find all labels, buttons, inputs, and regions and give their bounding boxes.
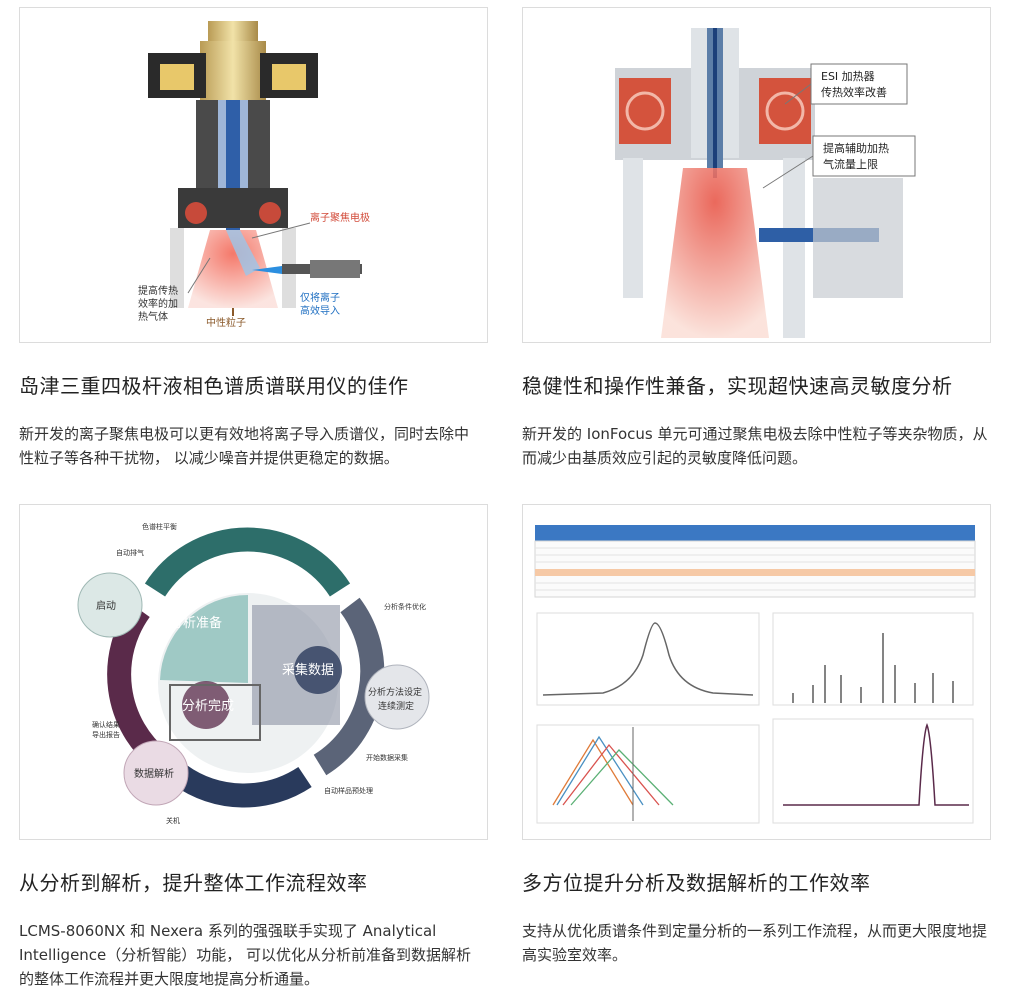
- card3-description: LCMS-8060NX 和 Nexera 系列的强强联手实现了 Analytic…: [19, 922, 472, 988]
- bubble-analysis: 数据解析: [134, 767, 174, 780]
- software-screenshot: [522, 504, 991, 840]
- gas-label-3: 热气体: [138, 310, 168, 323]
- software-screenshot-illustration: [523, 505, 990, 839]
- note-start-collect: 开始数据采集: [366, 753, 408, 762]
- neutral-label: 中性粒子: [206, 316, 246, 329]
- note-confirm-1: 确认结果: [92, 720, 120, 729]
- ions-label-1: 仅将离子: [300, 291, 340, 304]
- workflow-cycle-diagram: 分析准备 采集数据 分析完成 启动 分析方法设定 连续测定 数据解析 色谱柱平衡…: [19, 504, 488, 840]
- step-collect-label: 采集数据: [282, 662, 334, 678]
- bubble-method-2: 连续测定: [378, 700, 414, 712]
- ions-label-2: 高效导入: [300, 304, 340, 317]
- note-column: 色谱柱平衡: [142, 522, 177, 531]
- callout1-line1: ESI 加热器: [821, 70, 875, 83]
- step-prep-label: 分析准备: [170, 615, 222, 631]
- note-shutdown: 关机: [166, 816, 180, 825]
- ionfocus-diagram: ESI 加热器 传热效率改善 提高辅助加热 气流量上限: [522, 7, 991, 343]
- step-done-label: 分析完成: [182, 699, 234, 714]
- ion-source-illustration: 离子聚焦电极 提高传热 效率的加 热气体 中性粒子 仅将离子 高效导入: [138, 21, 370, 329]
- card1-description: 新开发的离子聚焦电极可以更有效地将离子导入质谱仪，同时去除中性粒子等各种干扰物，…: [19, 425, 470, 467]
- bubble-method-1: 分析方法设定: [368, 686, 422, 698]
- card1-title: 岛津三重四极杆液相色谱质谱联用仪的佳作: [19, 374, 409, 398]
- ionfocus-illustration: ESI 加热器 传热效率改善 提高辅助加热 气流量上限: [523, 8, 990, 342]
- gas-label-1: 提高传热: [138, 284, 178, 297]
- callout2-line2: 气流量上限: [823, 157, 878, 171]
- bubble-start: 启动: [96, 599, 116, 612]
- electrode-label: 离子聚焦电极: [310, 211, 370, 224]
- card2-title: 稳健性和操作性兼备，实现超快速高灵敏度分析: [522, 374, 953, 398]
- gas-label-2: 效率的加: [138, 297, 178, 310]
- card2-description: 新开发的 IonFocus 单元可通过聚焦电极去除中性粒子等夹杂物质，从而减少由…: [522, 425, 988, 467]
- note-optimize: 分析条件优化: [384, 602, 426, 611]
- note-purge: 自动排气: [116, 548, 144, 557]
- note-confirm-2: 导出报告: [92, 730, 120, 739]
- card4-description: 支持从优化质谱条件到定量分析的一系列工作流程，从而更大限度地提高实验室效率。: [522, 922, 988, 964]
- note-auto-sample: 自动样品预处理: [324, 786, 373, 795]
- ion-source-diagram: 离子聚焦电极 提高传热 效率的加 热气体 中性粒子 仅将离子 高效导入: [19, 7, 488, 343]
- card4-title: 多方位提升分析及数据解析的工作效率: [522, 871, 871, 895]
- workflow-cycle-illustration: 分析准备 采集数据 分析完成 启动 分析方法设定 连续测定 数据解析 色谱柱平衡…: [77, 522, 430, 825]
- callout1-line2: 传热效率改善: [821, 85, 887, 99]
- card3-title: 从分析到解析，提升整体工作流程效率: [19, 871, 368, 895]
- callout2-line1: 提高辅助加热: [823, 141, 889, 155]
